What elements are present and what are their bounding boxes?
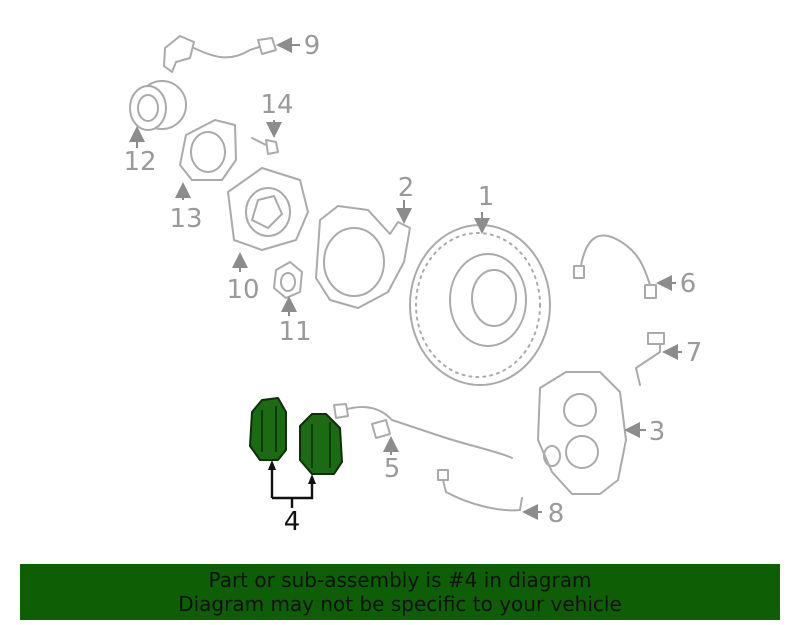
part-1-brake-rotor [409,212,551,386]
callout-5: 5 [384,454,401,484]
part-2-backing-plate [315,200,412,309]
callout-7: 7 [686,338,703,368]
part-14-bolt [251,120,282,155]
parts-diagram: 1 2 3 4 5 6 7 8 9 10 11 12 13 14 [123,31,703,537]
part-4-brake-pads [249,397,343,508]
banner-line-2: Diagram may not be specific to your vehi… [178,592,622,616]
callout-13: 13 [169,204,202,234]
callout-4: 4 [284,507,301,537]
part-13-dust-shield [175,119,237,200]
callout-12: 12 [123,147,156,177]
callout-9: 9 [304,31,321,61]
part-10-wheel-hub [227,167,309,272]
info-banner: Part or sub-assembly is #4 in diagram Di… [20,564,780,620]
callout-1: 1 [478,182,495,212]
part-7-brake-line [635,332,682,386]
part-8-sensor-wire [437,469,542,520]
part-3-brake-caliper [537,371,646,495]
callout-6: 6 [680,269,697,299]
part-5-wear-sensor [333,403,513,459]
callout-8: 8 [548,499,565,529]
part-6-brake-hose [573,234,676,299]
callout-2: 2 [398,173,415,203]
callout-10: 10 [226,275,259,305]
callout-14: 14 [260,90,293,120]
banner-line-1: Part or sub-assembly is #4 in diagram [208,568,592,592]
callout-11: 11 [278,317,311,347]
part-12-wheel-bearing [129,80,187,148]
part-9-abs-sensor [163,35,300,73]
callout-3: 3 [649,417,666,447]
part-11-hub-nut [273,261,303,316]
